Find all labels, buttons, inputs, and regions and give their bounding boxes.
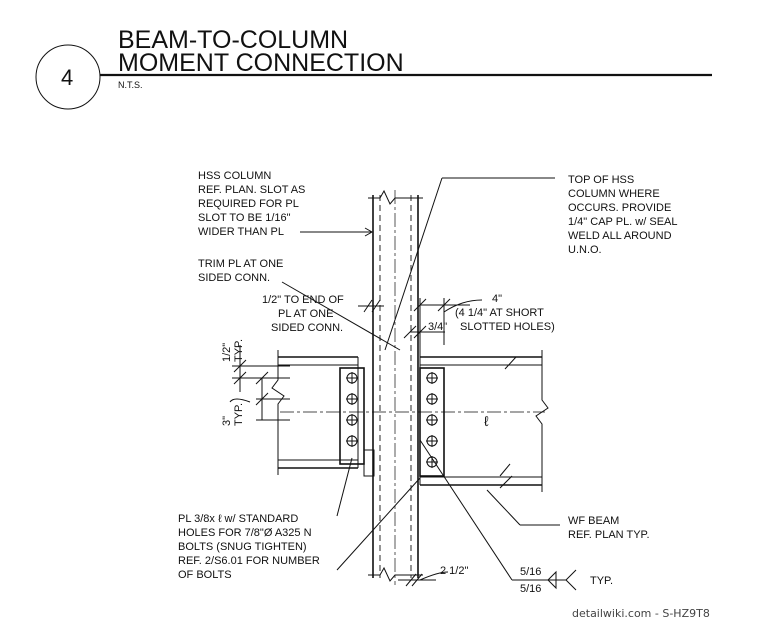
- svg-text:PL AT ONE: PL AT ONE: [278, 308, 333, 320]
- callout-wf-beam: WF BEAM REF. PLAN TYP.: [568, 515, 650, 541]
- callout-three-quarter: 3/4": [428, 321, 447, 333]
- svg-text:REF. 2/S6.01 FOR NUMBER: REF. 2/S6.01 FOR NUMBER: [178, 555, 320, 567]
- plate-slot: [363, 449, 375, 477]
- svg-text:SLOT TO BE 1/16": SLOT TO BE 1/16": [198, 212, 291, 224]
- bolt: [346, 393, 358, 405]
- svg-text:OF BOLTS: OF BOLTS: [178, 569, 232, 581]
- bolt: [426, 372, 438, 384]
- callout-half-to-end: 1/2" TO END OF PL AT ONE SIDED CONN.: [262, 294, 344, 334]
- svg-text:1/4" CAP PL. w/ SEAL: 1/4" CAP PL. w/ SEAL: [568, 216, 677, 228]
- svg-text:REF. PLAN TYP.: REF. PLAN TYP.: [568, 529, 650, 541]
- bolt: [426, 393, 438, 405]
- svg-text:(4 1/4" AT SHORT: (4 1/4" AT SHORT: [455, 307, 544, 319]
- detail-number-bubble: [35, 44, 101, 110]
- svg-text:REQUIRED FOR PL: REQUIRED FOR PL: [198, 198, 299, 210]
- svg-text:HOLES FOR 7/8"Ø A325 N: HOLES FOR 7/8"Ø A325 N: [178, 527, 312, 539]
- svg-text:TOP OF HSS: TOP OF HSS: [568, 174, 634, 186]
- bolt: [426, 435, 438, 447]
- dimension-lines: [229, 298, 517, 587]
- svg-text:PL 3/8x ℓ w/ STANDARD: PL 3/8x ℓ w/ STANDARD: [178, 513, 298, 525]
- callout-top-of-hss: TOP OF HSS COLUMN WHERE OCCURS. PROVIDE …: [568, 174, 677, 256]
- left-wf-beam: [271, 350, 359, 475]
- svg-text:WELD ALL AROUND: WELD ALL AROUND: [568, 230, 672, 242]
- svg-text:BOLTS (SNUG TIGHTEN): BOLTS (SNUG TIGHTEN): [178, 541, 307, 553]
- detail-number: 4: [61, 65, 73, 90]
- detail-title-line1: BEAM-TO-COLUMN: [118, 26, 348, 54]
- svg-text:TYP.: TYP.: [233, 339, 245, 362]
- svg-text:4": 4": [492, 293, 502, 305]
- svg-text:SIDED CONN.: SIDED CONN.: [271, 322, 343, 334]
- svg-text:3": 3": [221, 416, 233, 426]
- svg-text:WIDER THAN PL: WIDER THAN PL: [198, 226, 284, 238]
- shear-plate-right: [419, 367, 445, 477]
- callout-plate: PL 3/8x ℓ w/ STANDARD HOLES FOR 7/8"Ø A3…: [178, 513, 320, 581]
- watermark: detailwiki.com - S-HZ9T8: [572, 607, 710, 620]
- callout-hss-column: HSS COLUMN REF. PLAN. SLOT AS REQUIRED F…: [198, 170, 305, 238]
- shear-plate-left: [339, 367, 365, 465]
- callout-two-half: 2 1/2": [440, 565, 468, 577]
- bolt: [426, 414, 438, 426]
- svg-text:TYP.: TYP.: [233, 403, 245, 426]
- svg-text:OCCURS. PROVIDE: OCCURS. PROVIDE: [568, 202, 671, 214]
- svg-text:SLOTTED HOLES): SLOTTED HOLES): [460, 321, 555, 333]
- svg-text:COLUMN WHERE: COLUMN WHERE: [568, 188, 660, 200]
- svg-text:1/2": 1/2": [221, 343, 233, 362]
- svg-text:WF BEAM: WF BEAM: [568, 515, 619, 527]
- weld-size-top: 5/16: [520, 566, 541, 578]
- callout-four-inch: 4" (4 1/4" AT SHORT SLOTTED HOLES): [455, 293, 555, 333]
- svg-text:1/2" TO END OF: 1/2" TO END OF: [262, 294, 344, 306]
- callout-half-typ: 1/2" TYP.: [221, 339, 245, 362]
- detail-title-line2: MOMENT CONNECTION: [118, 49, 404, 77]
- bolt-group-left: [346, 372, 358, 447]
- hss-column: [368, 189, 423, 585]
- weld-size-bottom: 5/16: [520, 583, 541, 595]
- callout-trim-pl: TRIM PL AT ONE SIDED CONN.: [198, 258, 283, 284]
- svg-text:U.N.O.: U.N.O.: [568, 244, 602, 256]
- leader-lines: [281, 177, 577, 591]
- callout-three-typ: 3" TYP.: [221, 403, 245, 426]
- detail-scale: N.T.S.: [118, 80, 143, 90]
- svg-text:REF. PLAN. SLOT AS: REF. PLAN. SLOT AS: [198, 184, 305, 196]
- bolt: [346, 414, 358, 426]
- svg-text:HSS COLUMN: HSS COLUMN: [198, 170, 271, 182]
- weld-typ: TYP.: [590, 575, 613, 587]
- bolt-group-right: [426, 372, 438, 468]
- bolt: [346, 435, 358, 447]
- beam-centerline-symbol: ℓ: [484, 413, 489, 429]
- svg-text:SIDED CONN.: SIDED CONN.: [198, 272, 270, 284]
- right-wf-beam: ℓ: [280, 350, 549, 492]
- bolt: [346, 372, 358, 384]
- svg-text:TRIM PL AT ONE: TRIM PL AT ONE: [198, 258, 283, 270]
